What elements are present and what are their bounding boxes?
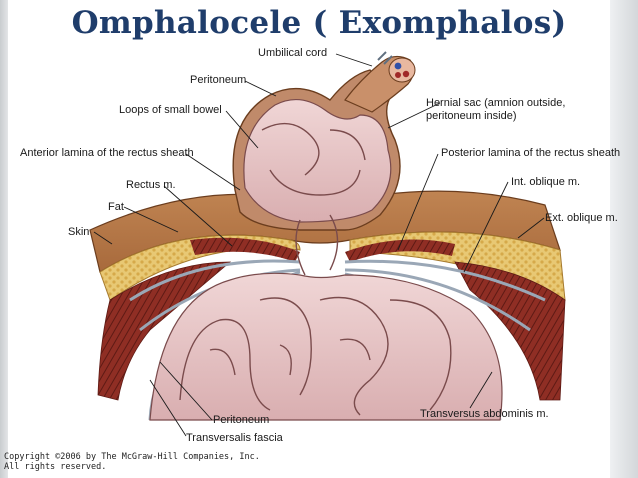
fat-layer — [99, 234, 301, 301]
omphalocele-illustration — [89, 51, 566, 437]
label-peritoneum-top: Peritoneum — [190, 74, 247, 86]
copyright-notice: Copyright ©2006 by The McGraw-Hill Compa… — [4, 452, 260, 472]
anatomy-figure — [8, 44, 610, 474]
label-hernial-sac-line1: Hernial sac (amnion outside, — [426, 97, 566, 109]
slide-left-edge — [0, 0, 8, 478]
rectus-muscle-left — [190, 237, 300, 262]
label-internal-oblique: Int. oblique m. — [511, 176, 581, 188]
copyright-line-2: All rights reserved. — [4, 462, 107, 472]
label-transversalis-fascia: Transversalis fascia — [186, 432, 283, 444]
label-hernial-sac-line2: peritoneum inside) — [426, 110, 517, 122]
label-posterior-lamina: Posterior lamina of the rectus sheath — [441, 147, 621, 159]
slide-right-edge — [610, 0, 638, 478]
label-rectus-muscle: Rectus m. — [126, 179, 176, 191]
label-external-oblique: Ext. oblique m. — [545, 212, 618, 224]
label-umbilical-cord: Umbilical cord — [258, 47, 328, 59]
copyright-line-1: Copyright ©2006 by The McGraw-Hill Compa… — [4, 452, 260, 462]
slide-title: Omphalocele ( Exomphalos) — [71, 5, 567, 41]
label-peritoneum-bottom: Peritoneum — [213, 414, 270, 426]
label-transversus-abdominis: Transversus abdominis m. — [420, 408, 549, 420]
rectus-muscle-right — [345, 239, 455, 262]
intra-abdominal-bowel — [149, 272, 503, 421]
label-skin: Skin — [68, 226, 90, 238]
label-fat: Fat — [108, 201, 124, 213]
label-anterior-lamina: Anterior lamina of the rectus sheath — [20, 147, 194, 159]
label-loops-of-small-bowel: Loops of small bowel — [119, 104, 222, 116]
